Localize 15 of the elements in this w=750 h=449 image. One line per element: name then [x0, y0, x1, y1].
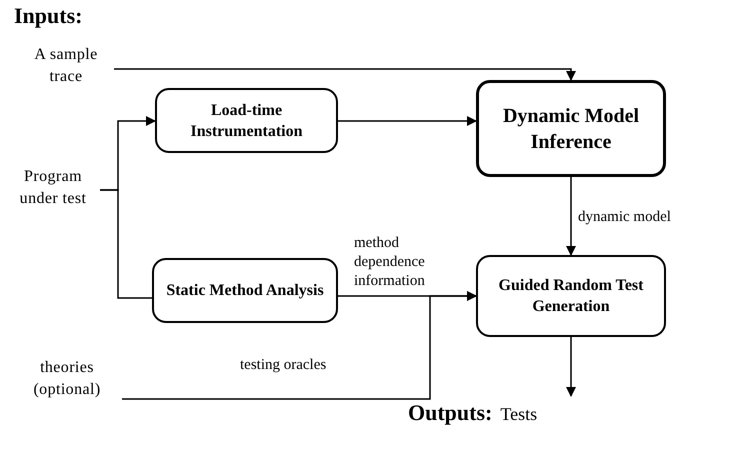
process-box: Dynamic Model Inference [476, 80, 666, 177]
section-heading: Outputs: [408, 399, 492, 427]
process-box: Guided Random Test Generation [476, 255, 666, 337]
input-label: A sample trace [33, 45, 99, 87]
input-label: theories (optional) [32, 358, 102, 400]
arrow [122, 291, 477, 400]
output-label: Tests [500, 403, 538, 426]
arrow [566, 177, 576, 256]
input-label: Program under test [18, 167, 88, 209]
arrow [114, 68, 576, 81]
process-box: Static Method Analysis [152, 258, 338, 323]
arrow [338, 116, 477, 126]
process-box: Load-time Instrumentation [155, 88, 338, 153]
arrow [566, 337, 576, 397]
section-heading: Inputs: [14, 2, 82, 30]
